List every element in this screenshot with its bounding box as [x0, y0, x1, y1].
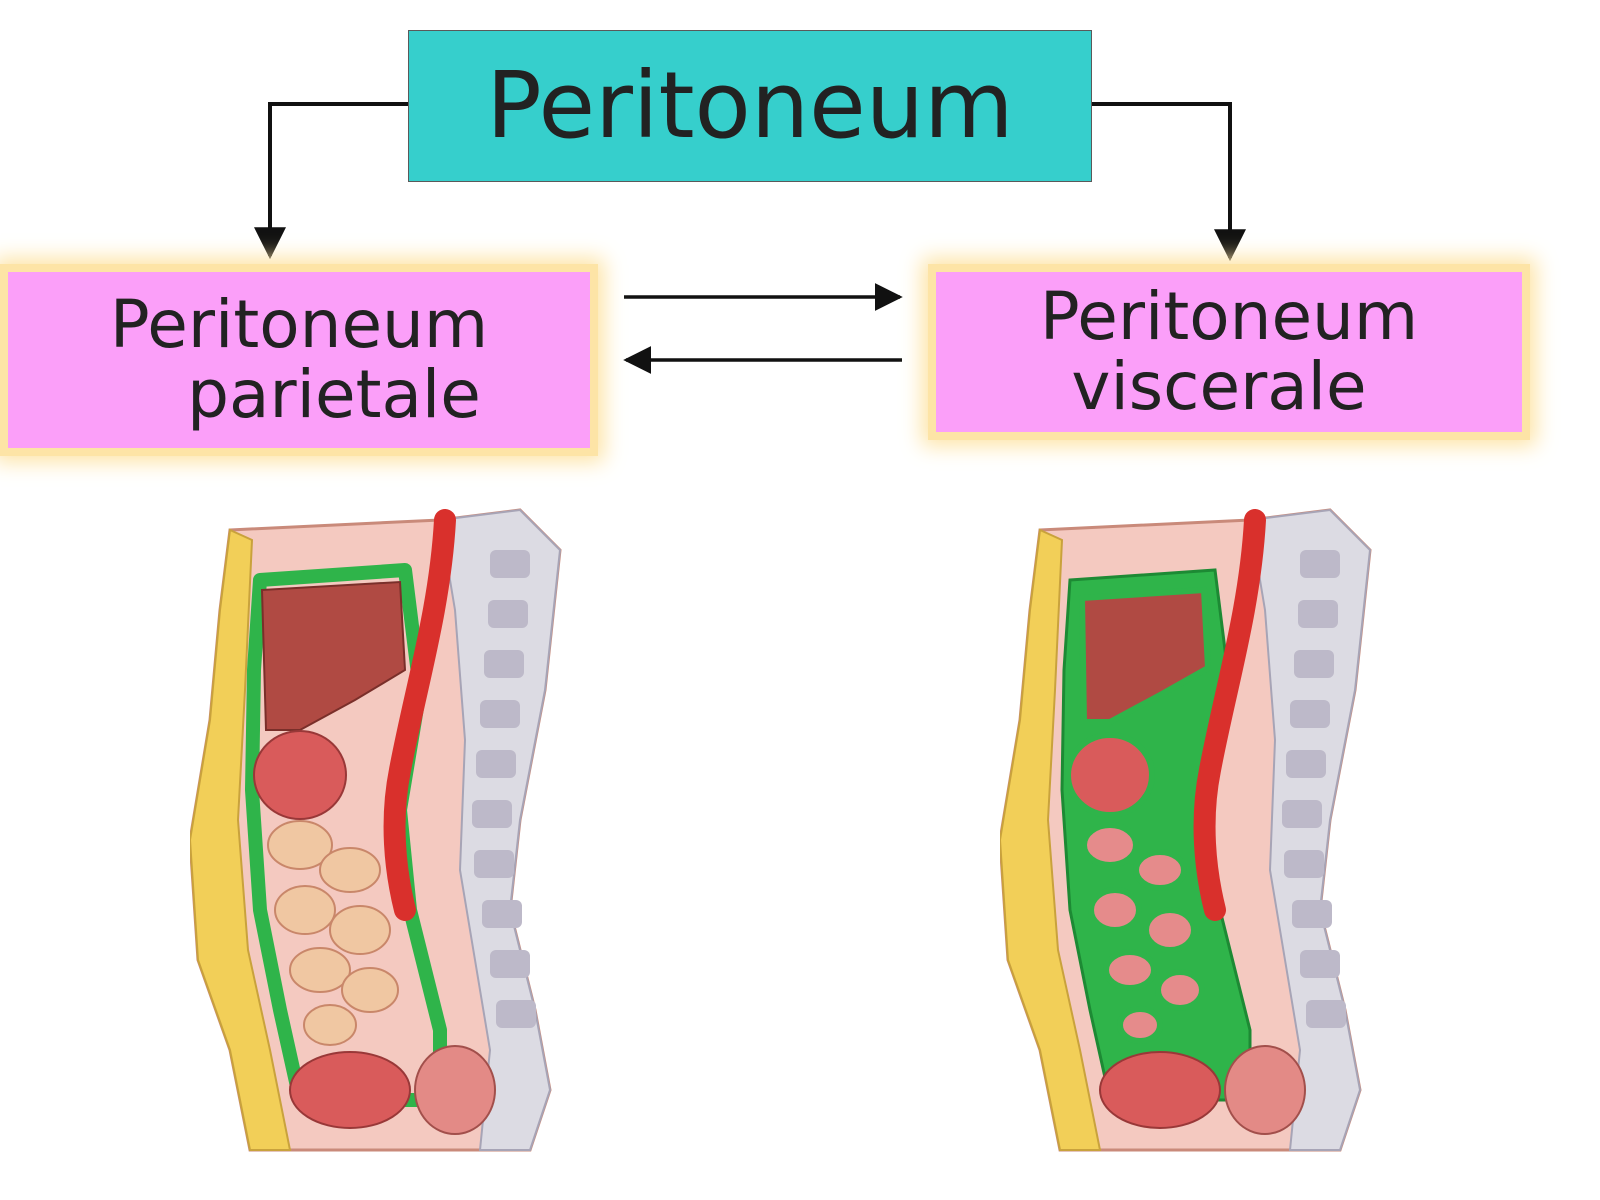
- rectum: [414, 1045, 496, 1135]
- bladder: [289, 1051, 411, 1129]
- liver: [260, 580, 407, 731]
- viscerale-label-line1: Peritoneum: [1039, 278, 1419, 355]
- intestine-loops: [267, 820, 399, 1046]
- bladder: [1099, 1051, 1221, 1129]
- spine-region: [1248, 508, 1372, 1151]
- aorta: [383, 509, 456, 921]
- anterior-fat-layer: [1000, 528, 1102, 1151]
- vertebrae: [1282, 550, 1346, 1028]
- viscerale-label-line2: viscerale: [1071, 348, 1367, 425]
- rectum: [1224, 1045, 1306, 1135]
- parietal-peritoneum-illustration: [190, 508, 562, 1152]
- anterior-fat-layer: [190, 528, 292, 1151]
- stomach: [253, 730, 347, 820]
- peritoneum-title-label: Peritoneum: [486, 52, 1014, 159]
- connector-title-to-parietale: [254, 102, 408, 260]
- spine-region: [438, 508, 562, 1151]
- liver: [1078, 586, 1212, 725]
- stomach: [1065, 732, 1155, 818]
- connector-title-to-viscerale: [1092, 102, 1246, 262]
- parietale-label-line1: Peritoneum: [109, 286, 489, 363]
- parietale-label-line2: parietale: [187, 356, 481, 433]
- intestine-loops: [1081, 822, 1205, 1044]
- vertebrae: [472, 550, 536, 1028]
- visceral-peritoneum-illustration: [1000, 508, 1372, 1152]
- peritoneum-title-node: Peritoneum: [408, 30, 1092, 182]
- peritoneum-parietale-node: Peritoneum parietale: [8, 272, 590, 448]
- aorta: [1193, 509, 1266, 921]
- peritoneum-viscerale-node: Peritoneum viscerale: [936, 272, 1522, 432]
